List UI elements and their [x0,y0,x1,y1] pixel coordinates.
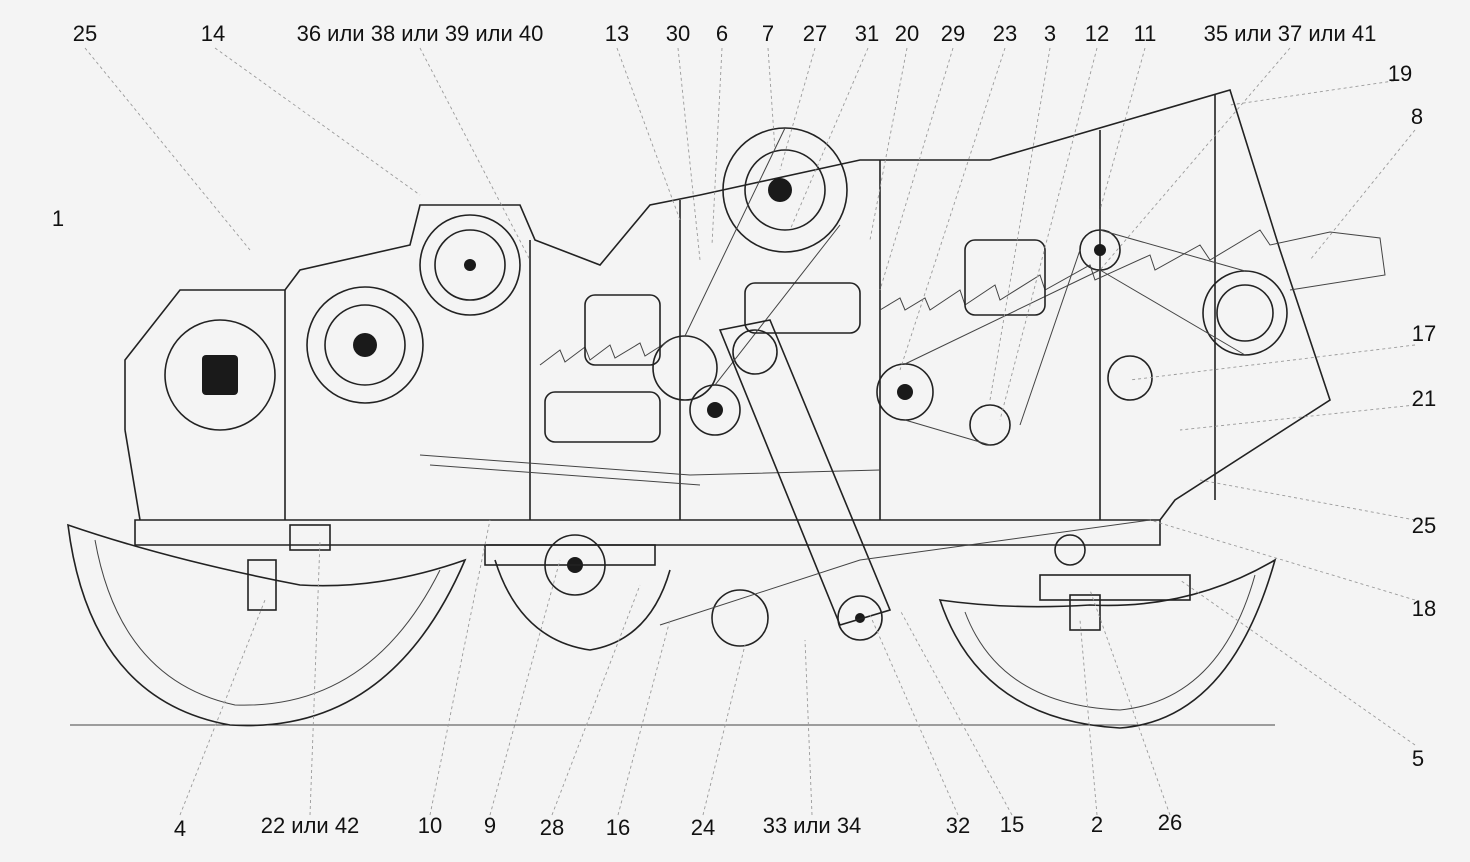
callout-26: 26 [1157,810,1183,835]
callout-9: 9 [483,813,497,838]
straw-walker [539,229,1386,366]
beater-drum [419,214,521,316]
callout-11: 11 [1133,21,1157,46]
pulley-g [1107,355,1153,401]
callout-17: 17 [1411,321,1437,346]
main-belt [1019,229,1246,426]
pulley-e [969,404,1011,446]
callout-14: 14 [200,21,226,46]
callout-30: 30 [665,21,691,46]
callout-18: 18 [1411,596,1437,621]
callout-28: 28 [539,815,565,840]
callout-15: 15 [999,812,1025,837]
callout-19: 19 [1387,61,1413,86]
callout-5: 5 [1411,746,1425,771]
callout-7: 7 [761,21,775,46]
inspection-window-2 [544,391,661,443]
callout-25-right: 25 [1411,513,1437,538]
inspection-window-3 [744,282,861,334]
front-wheel [67,523,467,727]
callout-6: 6 [715,21,729,46]
callout-1: 1 [51,206,65,231]
lower-frame [134,519,1161,546]
callout-25-top: 25 [72,21,98,46]
threshing-drum [306,286,424,404]
pulley-c [732,329,778,375]
leader-lines [84,47,1416,816]
inspection-window-1 [584,294,661,366]
front-housing [124,89,1331,521]
callout-4: 4 [173,816,187,841]
callout-16: 16 [605,815,631,840]
rear-wheel [938,558,1277,729]
callout-8: 8 [1410,104,1424,129]
callout-27: 27 [802,21,828,46]
callout-36-38-39-40: 36 или 38 или 39 или 40 [296,21,544,46]
callout-35-37-41: 35 или 37 или 41 [1203,21,1377,46]
callout-22-42: 22 или 42 [260,813,360,838]
callout-29: 29 [940,21,966,46]
lower-pulley [711,589,769,647]
callout-24: 24 [690,815,716,840]
callout-3: 3 [1043,21,1057,46]
middle-wheel [494,559,671,651]
callout-2: 2 [1090,812,1104,837]
front-drum [164,319,276,431]
callout-32: 32 [945,813,971,838]
callout-31: 31 [854,21,880,46]
callout-10: 10 [417,813,443,838]
callout-33-34: 33 или 34 [762,813,862,838]
callout-13: 13 [604,21,630,46]
inspection-window-4 [964,239,1046,316]
callout-21: 21 [1411,386,1437,411]
callout-20: 20 [894,21,920,46]
callout-12: 12 [1084,21,1110,46]
inclined-elevator [718,319,892,626]
callout-23: 23 [992,21,1018,46]
pulley-a [652,335,718,401]
